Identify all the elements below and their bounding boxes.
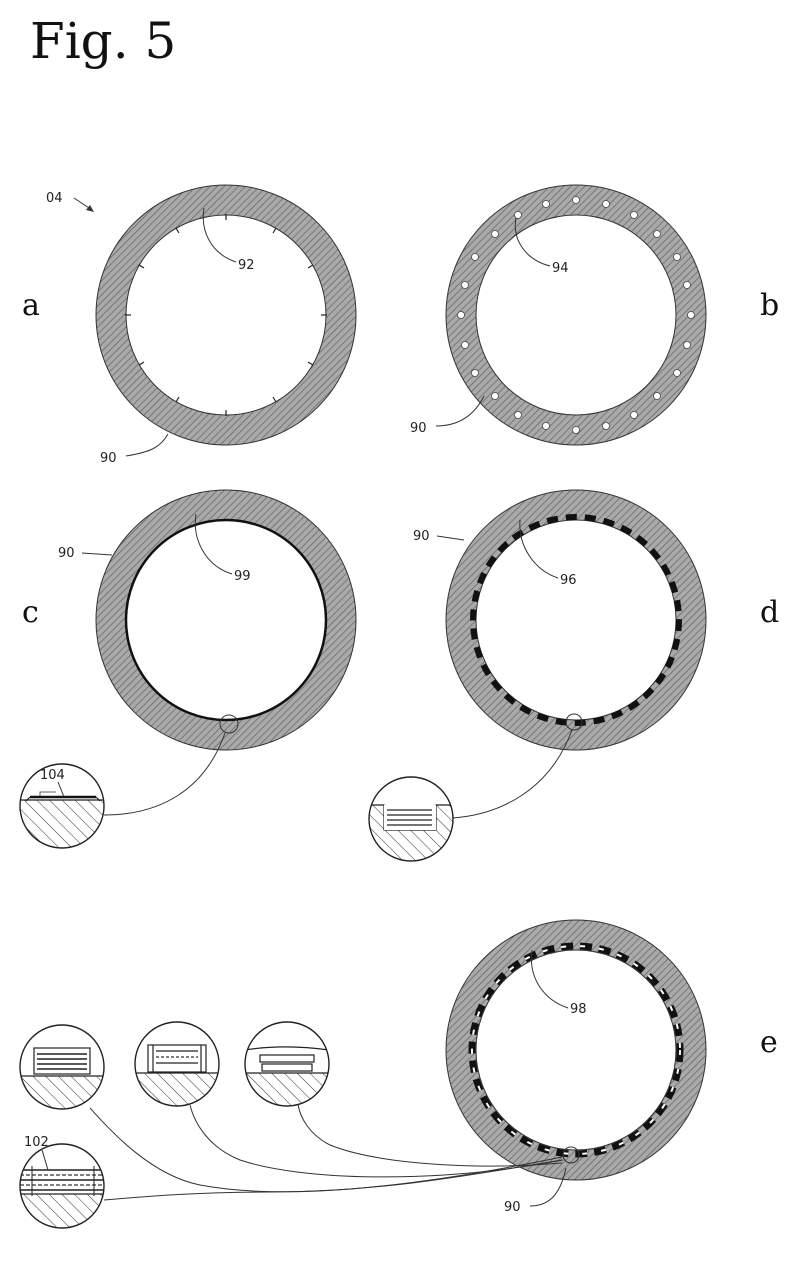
leader-96 <box>519 519 559 579</box>
leader-90-d <box>436 535 465 541</box>
ref-label-92: 92 <box>238 258 255 273</box>
detail-inset-e2 <box>134 1021 220 1107</box>
ring-panel-b <box>445 184 707 446</box>
ring-panel-d <box>445 489 707 751</box>
leader-c-detail <box>103 732 226 816</box>
leader-90-a <box>125 433 169 457</box>
panel-label-d: d <box>760 595 779 630</box>
ref-label-99: 99 <box>234 569 251 584</box>
leader-90-c <box>81 552 113 556</box>
ref-label-90-e: 90 <box>504 1200 521 1215</box>
inner-ticks-a <box>125 214 327 416</box>
leader-94 <box>514 217 551 267</box>
ring-panel-e <box>445 919 707 1181</box>
leader-90-e <box>529 1167 567 1207</box>
panel-label-e: e <box>760 1025 778 1060</box>
leader-e-inset-2 <box>189 1104 564 1178</box>
detail-inset-e4 <box>19 1143 105 1229</box>
ref-label-104: 104 <box>40 768 65 783</box>
panel-label-a: a <box>22 288 40 323</box>
ref-label-98: 98 <box>570 1002 587 1017</box>
leader-e-inset-4 <box>103 1159 563 1201</box>
figure-title: Fig. 5 <box>30 12 176 70</box>
leader-99 <box>194 513 233 575</box>
holes-b <box>457 196 695 434</box>
ref-label-96: 96 <box>560 573 577 588</box>
panel-label-b: b <box>760 288 779 323</box>
ref-label-04: 04 <box>46 191 63 206</box>
leader-98 <box>530 949 569 1009</box>
leader-90-b <box>435 395 485 427</box>
panel-label-c: c <box>22 595 39 630</box>
ring-panel-a <box>95 184 357 446</box>
leader-e-inset-1 <box>89 1107 563 1193</box>
leader-e-inset-3 <box>297 1103 563 1167</box>
leader-104 <box>57 781 65 798</box>
leader-102 <box>41 1149 49 1171</box>
ref-label-90-d: 90 <box>413 529 430 544</box>
ref-label-94: 94 <box>552 261 569 276</box>
ref-label-102: 102 <box>24 1135 49 1150</box>
ref-label-90-b: 90 <box>410 421 427 436</box>
ref-label-90-c: 90 <box>58 546 75 561</box>
ring-panel-c <box>95 489 357 751</box>
ref-label-90-a: 90 <box>100 451 117 466</box>
detail-inset-e3 <box>244 1021 330 1107</box>
leader-92 <box>202 207 237 263</box>
detail-inset-e1 <box>19 1024 105 1110</box>
leader-d-detail <box>451 729 573 819</box>
detail-inset-d <box>368 776 454 862</box>
